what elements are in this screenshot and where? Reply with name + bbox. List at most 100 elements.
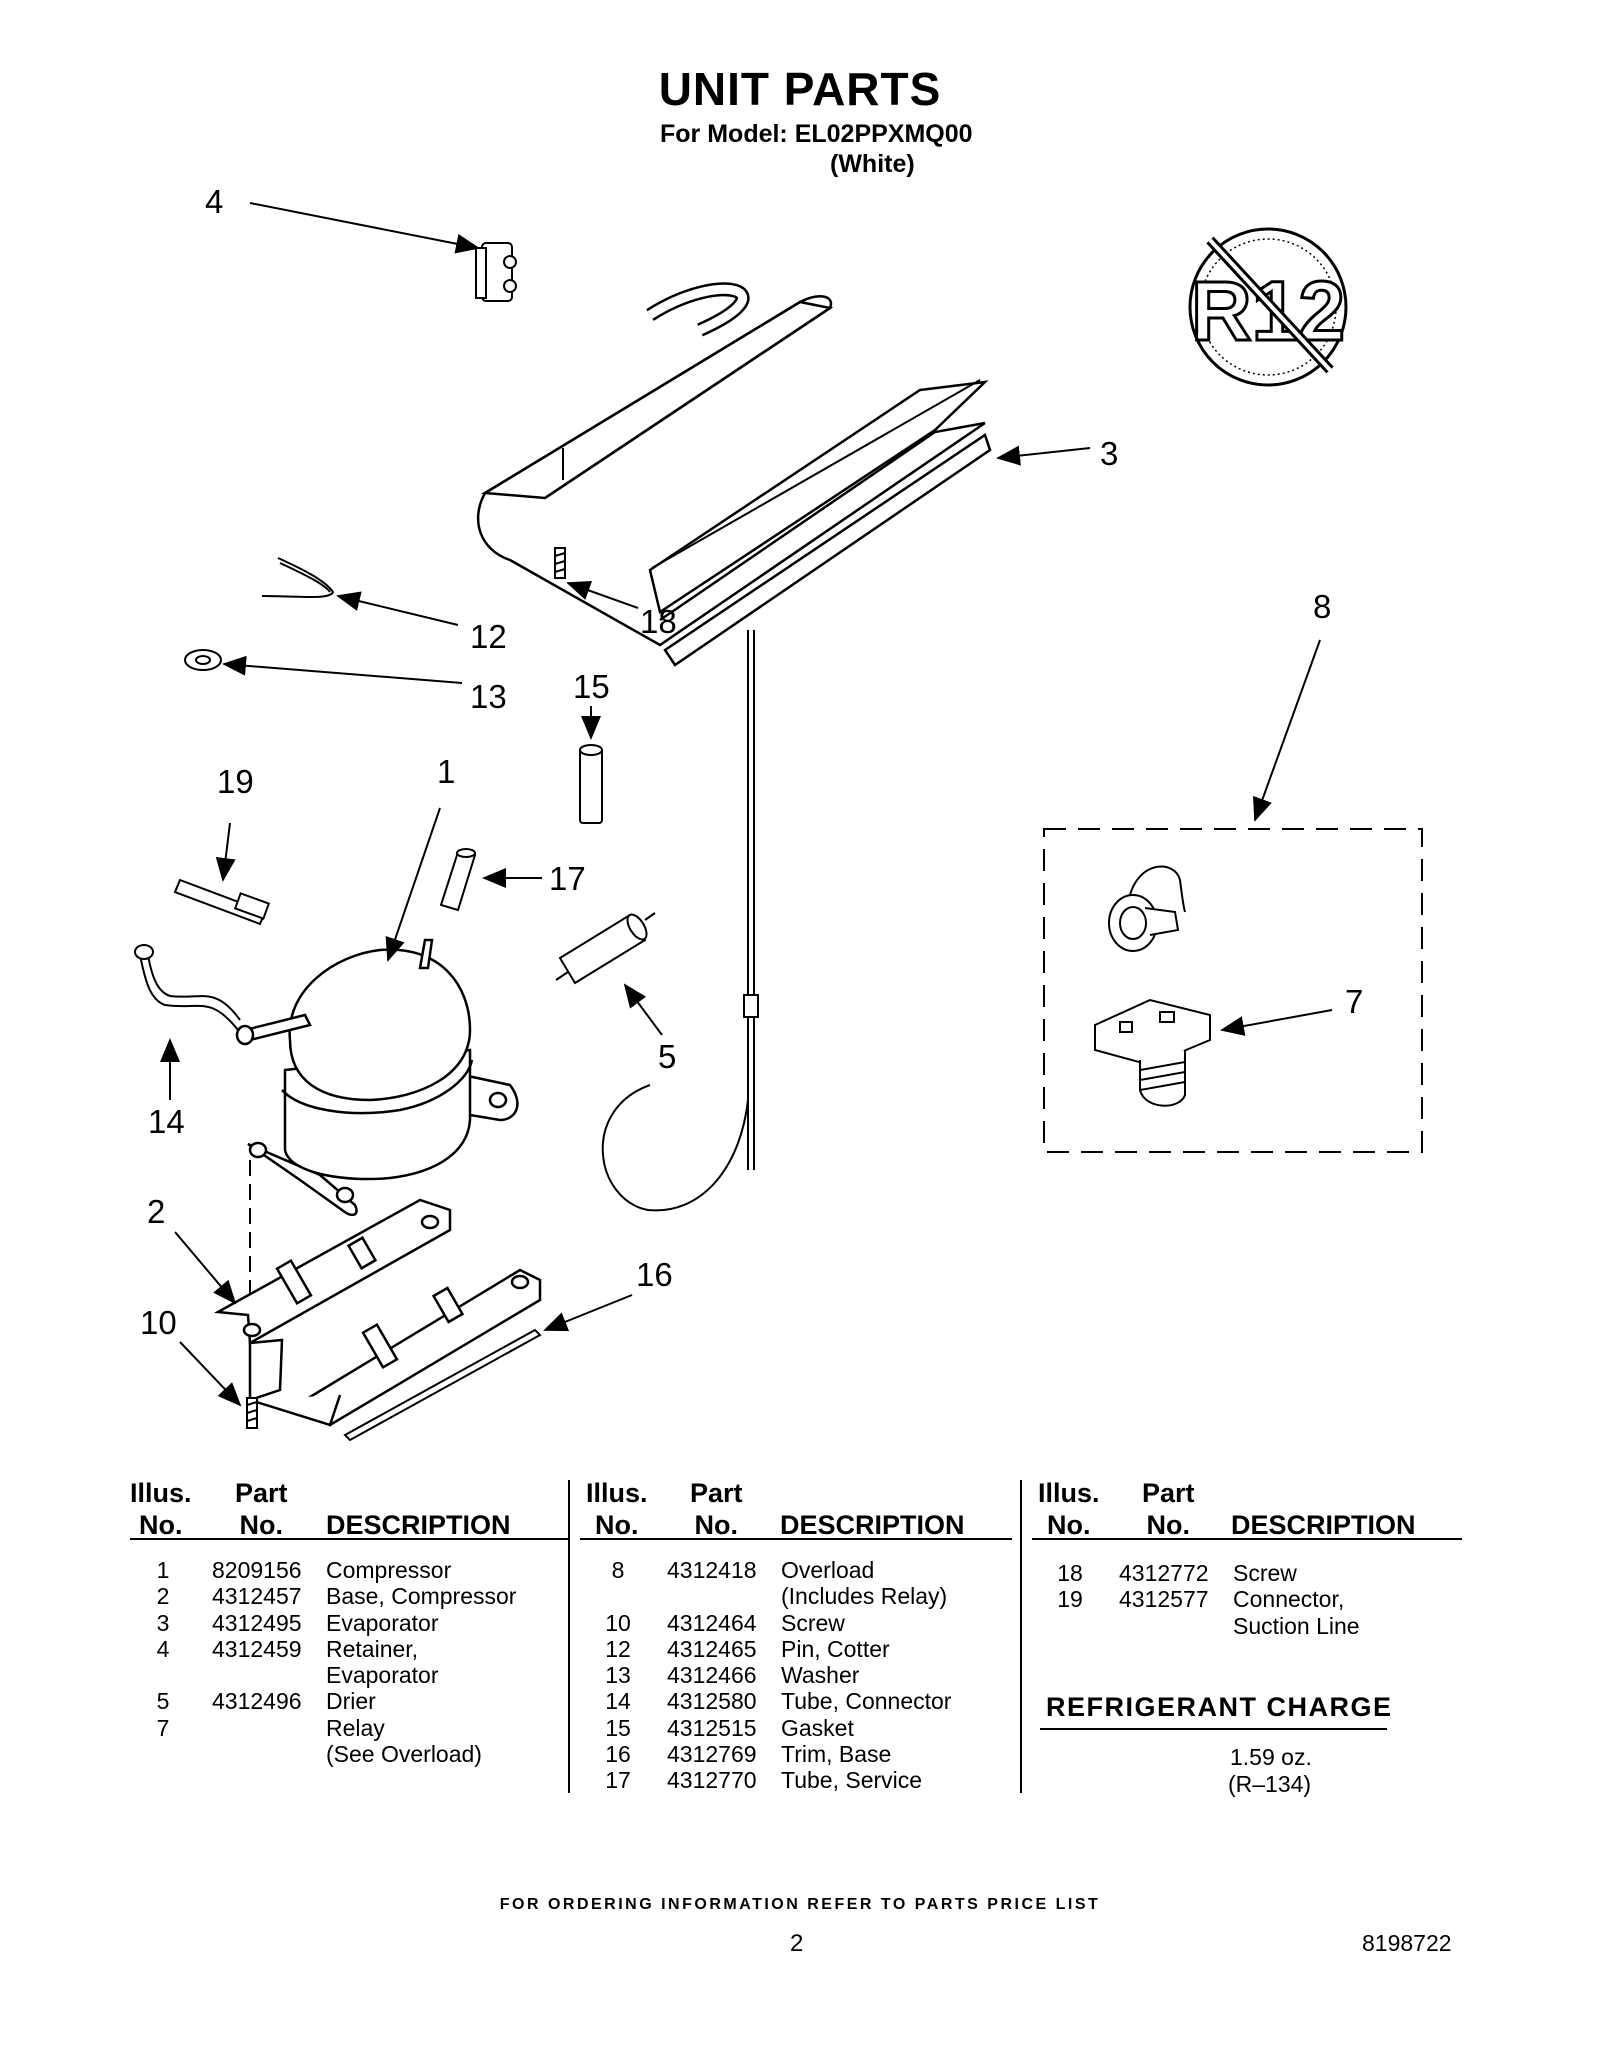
callout-12: 12 [470, 618, 507, 655]
refrigerant-charge-heading: REFRIGERANT CHARGE [1046, 1692, 1393, 1722]
description-cell: Relay [326, 1714, 385, 1741]
callout-19: 19 [217, 763, 254, 800]
illus-no-cell: 2 [156, 1583, 170, 1610]
refrigerant-rule [1040, 1728, 1387, 1730]
retainer-part [475, 242, 517, 302]
callout-1: 1 [437, 753, 456, 790]
callout-4: 4 [205, 183, 224, 220]
description-cell: Evaporator [326, 1609, 439, 1636]
callout-10: 10 [140, 1304, 177, 1341]
callout-5: 5 [658, 1038, 677, 1075]
callout-16: 16 [636, 1256, 673, 1293]
illus-no-cell: 3 [156, 1609, 170, 1636]
part-no-cell: 8209156 [212, 1557, 302, 1583]
document-number: 8198722 [1362, 1930, 1452, 1956]
model-line: For Model: EL02PPXMQ00 [660, 120, 973, 148]
callout-2: 2 [147, 1193, 166, 1230]
column-divider [1020, 1480, 1022, 1793]
description-cell: Screw [781, 1609, 845, 1636]
no-r12-refrigerant-icon: R12 [1188, 227, 1348, 387]
description-cell: Retainer, [326, 1635, 419, 1662]
header-rule [580, 1538, 1012, 1540]
part-no-cell: 4312465 [667, 1635, 757, 1662]
description-cell: Compressor [326, 1557, 452, 1583]
callout-15: 15 [573, 668, 610, 705]
illus-no-cell: 5 [156, 1688, 170, 1715]
description-cell: Overload [781, 1557, 875, 1583]
description-header: DESCRIPTION [326, 1510, 511, 1540]
illus-no-cell: 7 [156, 1714, 170, 1741]
illus-no-cell: 12 [605, 1635, 631, 1662]
part-no-header: Part No. [1142, 1478, 1195, 1540]
illus-no-cell: 10 [605, 1609, 631, 1636]
part-no-header: Part No. [235, 1478, 288, 1540]
part-no-cell: 4312580 [667, 1688, 757, 1715]
drier-part [555, 912, 656, 985]
trim-base-part [343, 1328, 542, 1442]
illus-no-cell: 4 [156, 1635, 170, 1662]
description-cell: Pin, Cotter [781, 1635, 890, 1662]
part-no-cell: 4312457 [212, 1583, 302, 1610]
description-cell: Suction Line [1233, 1612, 1360, 1639]
refrigerant-amount: 1.59 oz. [1230, 1744, 1312, 1770]
illus-no-cell: 1 [156, 1557, 170, 1583]
ordering-note: FOR ORDERING INFORMATION REFER TO PARTS … [499, 1896, 1101, 1913]
color-line: (White) [830, 150, 915, 178]
description-header: DESCRIPTION [1231, 1510, 1416, 1540]
part-no-cell: 4312495 [212, 1609, 302, 1636]
service-tube-part [439, 848, 477, 912]
screw-part [246, 1397, 258, 1429]
illus-no-cell: 13 [605, 1662, 631, 1689]
callout-13: 13 [470, 678, 507, 715]
compressor-base-part [213, 1198, 542, 1427]
part-no-cell: 4312772 [1119, 1560, 1209, 1586]
header-rule [1032, 1538, 1462, 1540]
screw-part [554, 547, 566, 579]
cotter-pin-part [261, 557, 335, 598]
gasket-part [579, 744, 603, 824]
illus-no-header: Illus. No. [130, 1478, 192, 1540]
illus-no-cell: 15 [605, 1714, 631, 1741]
evaporator-part [476, 282, 992, 667]
description-cell: Washer [781, 1662, 860, 1689]
illus-no-cell: 14 [605, 1688, 631, 1715]
illus-no-cell: 18 [1057, 1560, 1083, 1586]
part-no-cell: 4312418 [667, 1557, 757, 1583]
badge-text: R12 [1191, 264, 1345, 358]
description-cell: Drier [326, 1688, 376, 1715]
callout-8: 8 [1313, 588, 1332, 625]
description-cell: Tube, Connector [781, 1688, 952, 1715]
part-no-cell: 4312515 [667, 1714, 757, 1741]
description-cell: Base, Compressor [326, 1583, 517, 1610]
part-no-cell: 4312496 [212, 1688, 302, 1715]
part-no-cell: 4312770 [667, 1767, 757, 1794]
illus-no-cell: 16 [605, 1741, 631, 1768]
part-no-cell: 4312577 [1119, 1586, 1209, 1613]
relay-group-box [1043, 828, 1423, 1153]
exploded-parts-diagram: R12 [134, 202, 1423, 1442]
illus-no-cell: 17 [605, 1767, 631, 1794]
description-cell: Connector, [1233, 1586, 1345, 1613]
overload-part [1108, 865, 1186, 952]
description-cell: (See Overload) [326, 1741, 482, 1768]
compressor-part [235, 938, 519, 1217]
part-no-cell: 4312459 [212, 1635, 302, 1662]
illus-no-cell: 8 [611, 1557, 625, 1583]
washer-part [184, 649, 222, 671]
callout-17: 17 [549, 860, 586, 897]
part-no-cell: 4312769 [667, 1741, 757, 1768]
part-no-cell: 4312464 [667, 1609, 757, 1636]
page-title: UNIT PARTS [658, 63, 942, 115]
illus-no-cell: 19 [1057, 1586, 1083, 1613]
description-cell: Screw [1233, 1560, 1297, 1586]
description-cell: Tube, Service [781, 1767, 923, 1794]
relay-part [1094, 998, 1211, 1107]
column-divider [568, 1480, 570, 1793]
refrigerant-type: (R–134) [1228, 1771, 1312, 1797]
description-cell: Gasket [781, 1714, 854, 1741]
part-no-header: Part No. [690, 1478, 743, 1540]
description-cell: (Includes Relay) [781, 1583, 948, 1610]
page-number: 2 [790, 1930, 804, 1957]
callout-18: 18 [640, 603, 677, 640]
callout-3: 3 [1100, 435, 1119, 472]
